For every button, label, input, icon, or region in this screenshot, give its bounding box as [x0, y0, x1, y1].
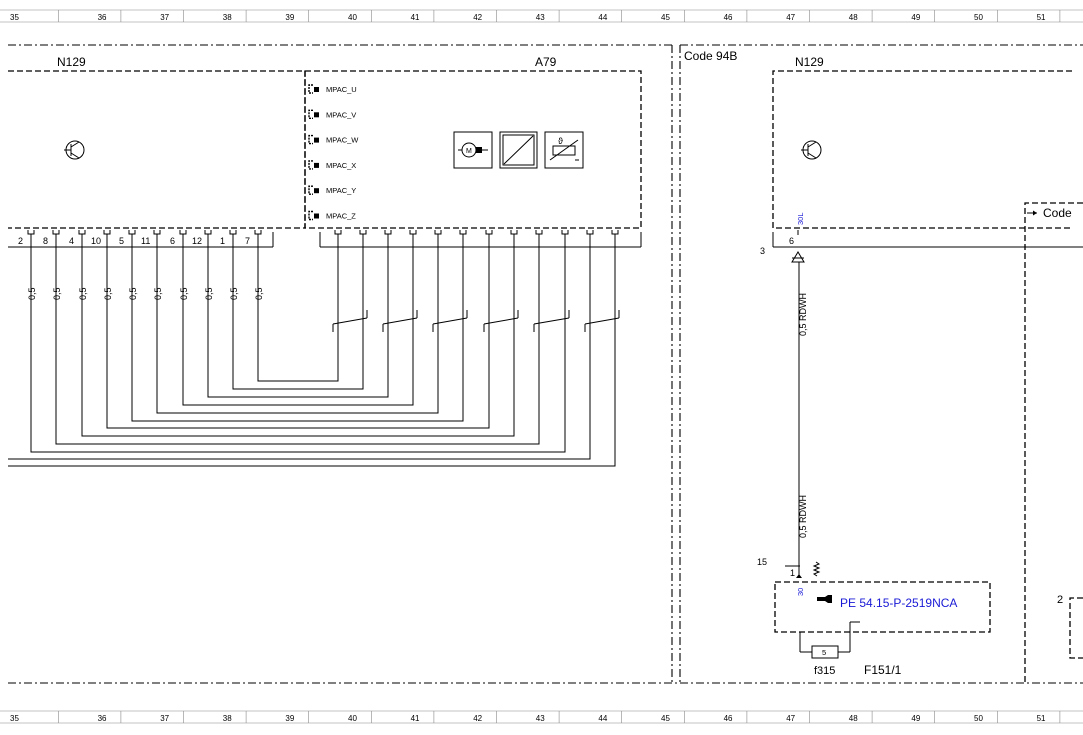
wire-cross-section: 0,5 [103, 287, 113, 300]
terminal-strip-left: 2 8 4 10 5 11 6 12 1 7 0,5 0,5 0,5 0,5 0,5 0,5 0,5 0,5 0,… [8, 230, 642, 300]
ruler-number: 39 [285, 714, 294, 723]
converter-icon [499, 131, 538, 169]
wire-label-bottom: 0,5 RDWH [798, 495, 808, 538]
ruler-number: 50 [974, 13, 983, 22]
wire-cross-section: 0,5 [204, 287, 214, 300]
pin-6: 6 [789, 236, 794, 246]
wire-cross-section: 0,5 [27, 287, 37, 300]
module-label-n129-right: N129 [795, 55, 824, 69]
ruler-number: 46 [724, 714, 733, 723]
module-a79: A79 MPAC_U MPAC_V MPAC_W MPAC_X MPAC_Y MPAC_Z… [304, 55, 642, 229]
connector-mpac-u: MPAC_U [326, 85, 357, 94]
pin-7: 7 [245, 236, 250, 246]
pin-2: 2 [18, 236, 23, 246]
ruler-number: 51 [1037, 714, 1046, 723]
wire-rdwh: 0,5 RDWH 0,5 RDWH [798, 262, 808, 575]
fuse-box-label: F151/1 [864, 663, 902, 677]
ruler-number: 47 [786, 714, 795, 723]
connector-mpac-y: MPAC_Y [326, 186, 356, 195]
module-n129-left: N129 [8, 55, 306, 229]
pin-10: 10 [91, 236, 101, 246]
ruler-number: 35 [10, 13, 19, 22]
ruler-number: 38 [223, 714, 232, 723]
ruler-number: 42 [473, 714, 482, 723]
pin-1: 1 [220, 236, 225, 246]
wire-cross-section: 0,5 [153, 287, 163, 300]
module-n129-right: N129 30L [772, 55, 1072, 229]
ruler-number: 40 [348, 714, 357, 723]
wire-cross-section: 0,5 [128, 287, 138, 300]
connector-mpac-v: MPAC_V [326, 110, 356, 119]
ruler-number: 44 [598, 13, 607, 22]
ruler-top: 35 36 37 38 39 40 41 42 43 44 45 46 47 48 49 50 51 [0, 9, 1083, 23]
fuse-name: f315 [814, 665, 835, 677]
ruler-number: 44 [598, 714, 607, 723]
svg-text:ϑ: ϑ [558, 136, 563, 146]
terminal-30: 30 [796, 588, 805, 596]
wire-cross-section: 0,5 [254, 287, 264, 300]
ruler-number: 49 [911, 13, 920, 22]
ruler-number: 37 [160, 714, 169, 723]
code-partial-label: Code [1043, 206, 1072, 220]
module-label-a79: A79 [535, 55, 557, 69]
label-3: 3 [760, 246, 765, 256]
fuse-value: 5 [822, 648, 826, 657]
module-code-partial: Code [1024, 202, 1083, 683]
label-15: 15 [757, 557, 767, 567]
ruler-number: 41 [411, 714, 420, 723]
ruler-bottom: 35 36 37 38 39 40 41 42 43 44 45 46 47 48 49 50 51 [0, 710, 1083, 724]
ruler-number: 35 [10, 714, 19, 723]
wire-cross-section: 0,5 [229, 287, 239, 300]
terminal-30l: 30L [796, 212, 805, 225]
pin-4: 4 [69, 236, 74, 246]
ruler-number: 38 [223, 13, 232, 22]
ruler-number: 51 [1037, 13, 1046, 22]
code-94b-label: Code 94B [684, 49, 737, 63]
ruler-number: 46 [724, 13, 733, 22]
reference-link[interactable]: PE 54.15-P-2519NCA [840, 596, 957, 610]
ruler-number: 42 [473, 13, 482, 22]
pin-11: 11 [141, 236, 150, 246]
ruler-number: 40 [348, 13, 357, 22]
ruler-number: 45 [661, 714, 670, 723]
transistor-icon [64, 140, 85, 160]
ruler-number: 36 [98, 714, 107, 723]
svg-text:M: M [466, 148, 472, 155]
wire-cross-section: 0,5 [179, 287, 189, 300]
label-2: 2 [1057, 594, 1063, 606]
ruler-number: 36 [98, 13, 107, 22]
ruler-number: 50 [974, 714, 983, 723]
pin-8: 8 [43, 236, 48, 246]
ruler-number: 45 [661, 13, 670, 22]
pin-1: 1 [790, 568, 795, 578]
wire-cross-section: 0,5 [52, 287, 62, 300]
terminal-strip-right: 6 3 [760, 230, 1083, 263]
pin-5: 5 [119, 236, 124, 246]
ruler-number: 41 [411, 13, 420, 22]
connector-mpac-x: MPAC_X [326, 161, 356, 170]
ruler-number: 43 [536, 714, 545, 723]
wire-cross-section: 0,5 [78, 287, 88, 300]
wire-bundle [8, 230, 620, 467]
fuse-box-f151-1: 15 1 30 PE 54.15-P-2519NCA 5 f315 F151/1 [757, 557, 991, 677]
ruler-number: 43 [536, 13, 545, 22]
wire-label-top: 0,5 RDWH [798, 293, 808, 336]
motor-icon: M [453, 131, 493, 169]
connector-mpac-w: MPAC_W [326, 136, 359, 145]
hand-pointer-icon [817, 595, 832, 603]
ruler-number: 39 [285, 13, 294, 22]
temperature-sensor-icon: ϑ [544, 131, 584, 169]
pin-12: 12 [192, 236, 202, 246]
ruler-number: 49 [911, 714, 920, 723]
ruler-number: 48 [849, 13, 858, 22]
connector-mpac-z: MPAC_Z [326, 212, 356, 221]
pin-6: 6 [170, 236, 175, 246]
module-label-n129-left: N129 [57, 55, 86, 69]
partial-item-2: 2 [1057, 594, 1083, 659]
transistor-icon [801, 140, 822, 160]
ruler-number: 37 [160, 13, 169, 22]
ruler-number: 48 [849, 714, 858, 723]
ruler-number: 47 [786, 13, 795, 22]
